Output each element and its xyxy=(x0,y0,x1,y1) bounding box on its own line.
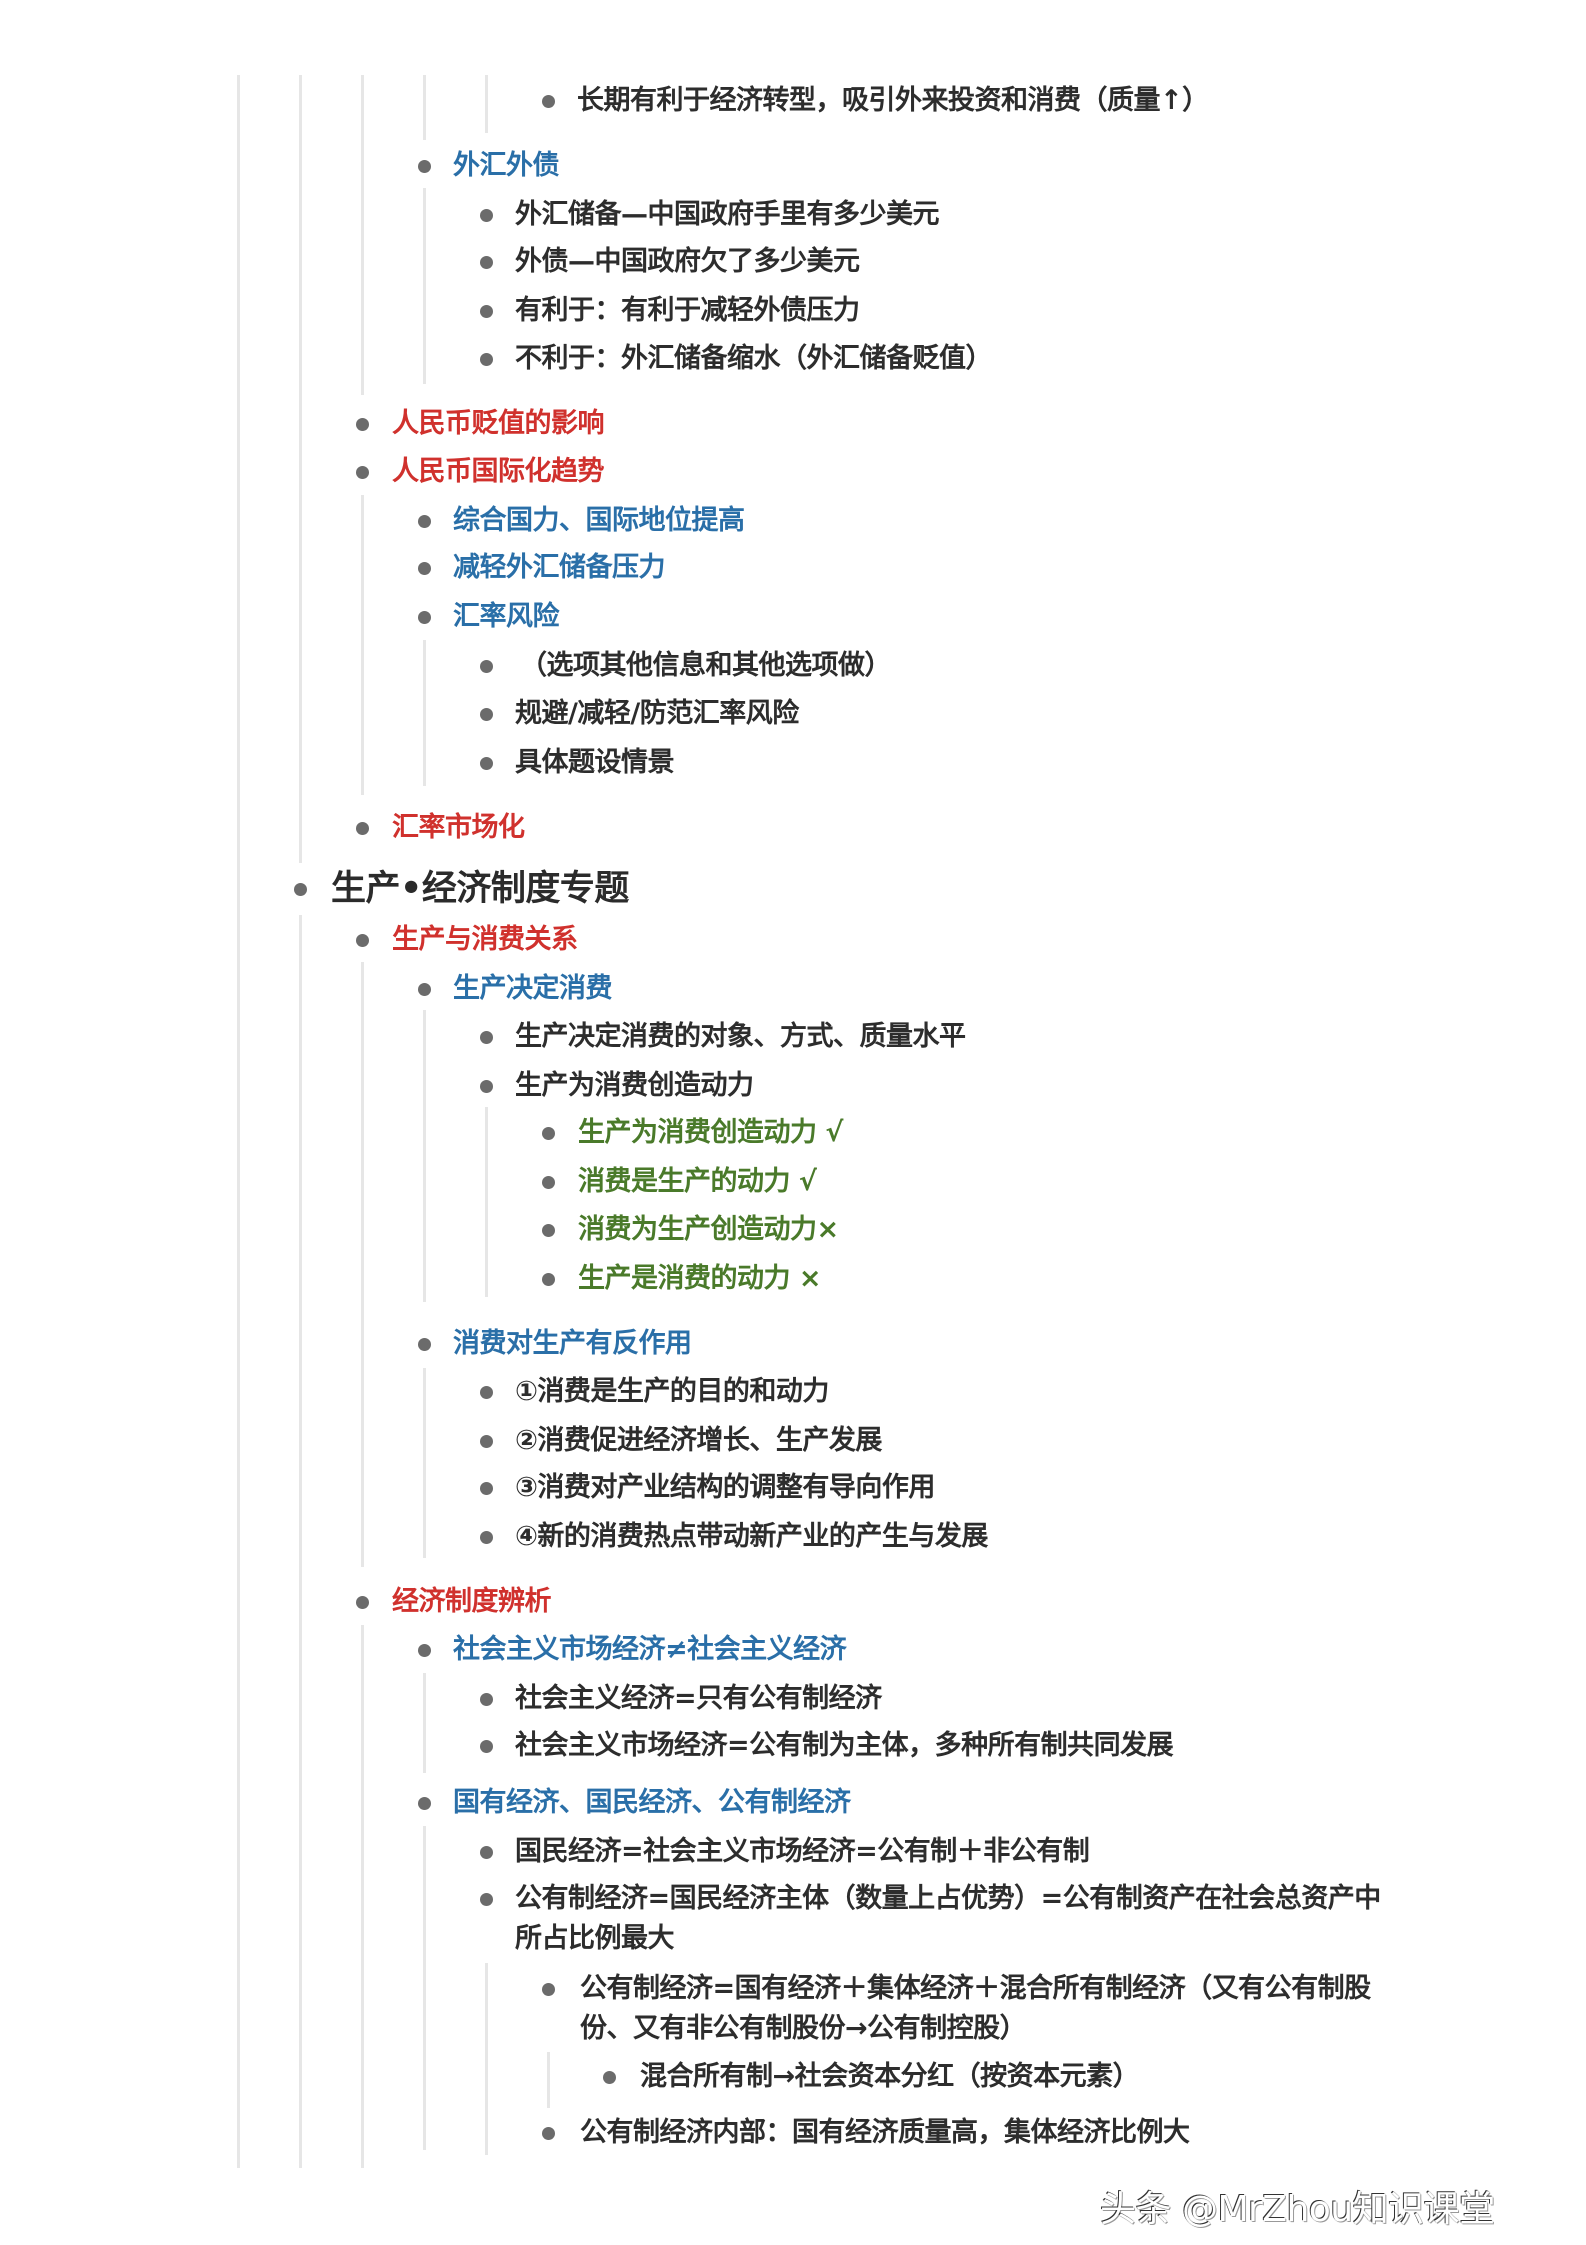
item-text: 社会主义市场经济≠社会主义经济 xyxy=(453,1634,847,1665)
item-text: ①消费是生产的目的和动力 xyxy=(515,1376,829,1407)
indent-guide-level3 xyxy=(423,1368,426,1558)
indent-guide-level3 xyxy=(423,75,426,140)
indent-guide-level4 xyxy=(485,1107,488,1297)
indent-guide-level2 xyxy=(361,495,364,795)
item-text: 消费是生产的动力 √ xyxy=(578,1166,817,1197)
bullet-icon xyxy=(418,160,431,173)
bullet-icon xyxy=(480,1435,493,1448)
bullet-icon xyxy=(542,2127,555,2140)
indent-guide-level5 xyxy=(547,2052,550,2108)
indent-guide-level3 xyxy=(423,188,426,384)
bullet-icon xyxy=(542,1127,555,1140)
item-text: 公有制经济=国有经济＋集体经济＋混合所有制经济（又有公有制股份、又有非公有制股份… xyxy=(580,1973,1371,2044)
item-text: 有利于：有利于减轻外债压力 xyxy=(515,295,860,326)
bullet-icon xyxy=(542,1273,555,1286)
item-text: 人民币贬值的影响 xyxy=(392,408,605,439)
indent-guide-level0 xyxy=(237,75,240,2168)
item-text: 生产决定消费 xyxy=(453,973,613,1004)
bullet-icon xyxy=(480,1080,493,1093)
item-text: 社会主义市场经济=公有制为主体，多种所有制共同发展 xyxy=(515,1730,1174,1761)
item-text: 生产是消费的动力 × xyxy=(578,1263,822,1294)
item-text: 外汇外债 xyxy=(453,150,560,181)
item-text: ④新的消费热点带动新产业的产生与发展 xyxy=(515,1521,988,1552)
item-text: 国有经济、国民经济、公有制经济 xyxy=(453,1787,851,1818)
indent-guide-level2 xyxy=(361,1625,364,2168)
item-text: 长期有利于经济转型，吸引外来投资和消费（质量↑） xyxy=(577,85,1209,116)
section-title: 生产•经济制度专题 xyxy=(331,869,629,909)
bullet-icon xyxy=(603,2071,616,2084)
bullet-icon xyxy=(356,418,369,431)
bullet-icon xyxy=(480,1531,493,1544)
item-text: 具体题设情景 xyxy=(515,747,675,778)
bullet-icon xyxy=(294,883,307,896)
bullet-icon xyxy=(418,1644,431,1657)
item-text: 社会主义经济=只有公有制经济 xyxy=(515,1683,882,1714)
bullet-icon xyxy=(356,822,369,835)
indent-guide-level1 xyxy=(299,75,302,863)
bullet-icon xyxy=(542,1983,555,1996)
bullet-icon xyxy=(480,1893,493,1906)
indent-guide-level2 xyxy=(361,75,364,395)
indent-guide-level4 xyxy=(485,75,488,133)
item-text: 公有制经济内部：国有经济质量高，集体经济比例大 xyxy=(580,2117,1190,2148)
item-text: ②消费促进经济增长、生产发展 xyxy=(515,1425,882,1456)
item-text: （选项其他信息和其他选项做） xyxy=(520,650,892,681)
item-text: 生产为消费创造动力 xyxy=(515,1070,754,1101)
item-text: 消费对生产有反作用 xyxy=(453,1328,692,1359)
indent-guide-level3 xyxy=(423,1673,426,1773)
bullet-icon xyxy=(418,1338,431,1351)
bullet-icon xyxy=(480,1386,493,1399)
bullet-icon xyxy=(480,1482,493,1495)
bullet-icon xyxy=(480,708,493,721)
bullet-icon xyxy=(480,1740,493,1753)
bullet-icon xyxy=(542,1224,555,1237)
bullet-icon xyxy=(356,1596,369,1609)
bullet-icon xyxy=(542,95,555,108)
bullet-icon xyxy=(480,757,493,770)
item-text: 经济制度辨析 xyxy=(392,1586,552,1617)
indent-guide-level3 xyxy=(423,1010,426,1302)
indent-guide-level4 xyxy=(485,1963,488,2155)
indent-guide-level3 xyxy=(423,1826,426,2150)
bullet-icon xyxy=(356,934,369,947)
item-text: 公有制经济=国民经济主体（数量上占优势）=公有制资产在社会总资产中所占比例最大 xyxy=(515,1883,1381,1954)
bullet-icon xyxy=(480,1693,493,1706)
item-text: 生产为消费创造动力 √ xyxy=(578,1117,843,1148)
bullet-icon xyxy=(356,466,369,479)
bullet-icon xyxy=(480,209,493,222)
bullet-icon xyxy=(418,562,431,575)
indent-guide-level2 xyxy=(361,962,364,1567)
item-text: ③消费对产业结构的调整有导向作用 xyxy=(515,1472,935,1503)
indent-guide-level3 xyxy=(423,640,426,786)
bullet-icon xyxy=(418,983,431,996)
bullet-icon xyxy=(542,1176,555,1189)
bullet-icon xyxy=(480,353,493,366)
item-text: 生产决定消费的对象、方式、质量水平 xyxy=(515,1021,966,1052)
item-text: 外债—中国政府欠了多少美元 xyxy=(515,246,860,277)
bullet-icon xyxy=(418,611,431,624)
item-text: 国民经济=社会主义市场经济=公有制＋非公有制 xyxy=(515,1836,1090,1867)
item-text: 消费为生产创造动力× xyxy=(578,1214,839,1245)
watermark: 头条 @MrZhou知识课堂 xyxy=(1100,2189,1495,2230)
item-text: 混合所有制→社会资本分红（按资本元素） xyxy=(640,2061,1140,2092)
bullet-icon xyxy=(480,256,493,269)
item-text: 综合国力、国际地位提高 xyxy=(453,505,745,536)
indent-guide-level1 xyxy=(299,915,302,2168)
bullet-icon xyxy=(480,1031,493,1044)
item-text: 生产与消费关系 xyxy=(392,924,578,955)
item-text: 汇率风险 xyxy=(453,601,560,632)
item-text: 规避/减轻/防范汇率风险 xyxy=(515,698,799,729)
bullet-icon xyxy=(418,515,431,528)
item-text: 人民币国际化趋势 xyxy=(392,456,605,487)
item-text: 汇率市场化 xyxy=(392,812,525,843)
bullet-icon xyxy=(480,660,493,673)
bullet-icon xyxy=(418,1797,431,1810)
item-text: 外汇储备—中国政府手里有多少美元 xyxy=(515,199,940,230)
item-text: 减轻外汇储备压力 xyxy=(453,552,666,583)
bullet-icon xyxy=(480,1846,493,1859)
bullet-icon xyxy=(480,305,493,318)
item-text: 不利于：外汇储备缩水（外汇储备贬值） xyxy=(515,343,993,374)
